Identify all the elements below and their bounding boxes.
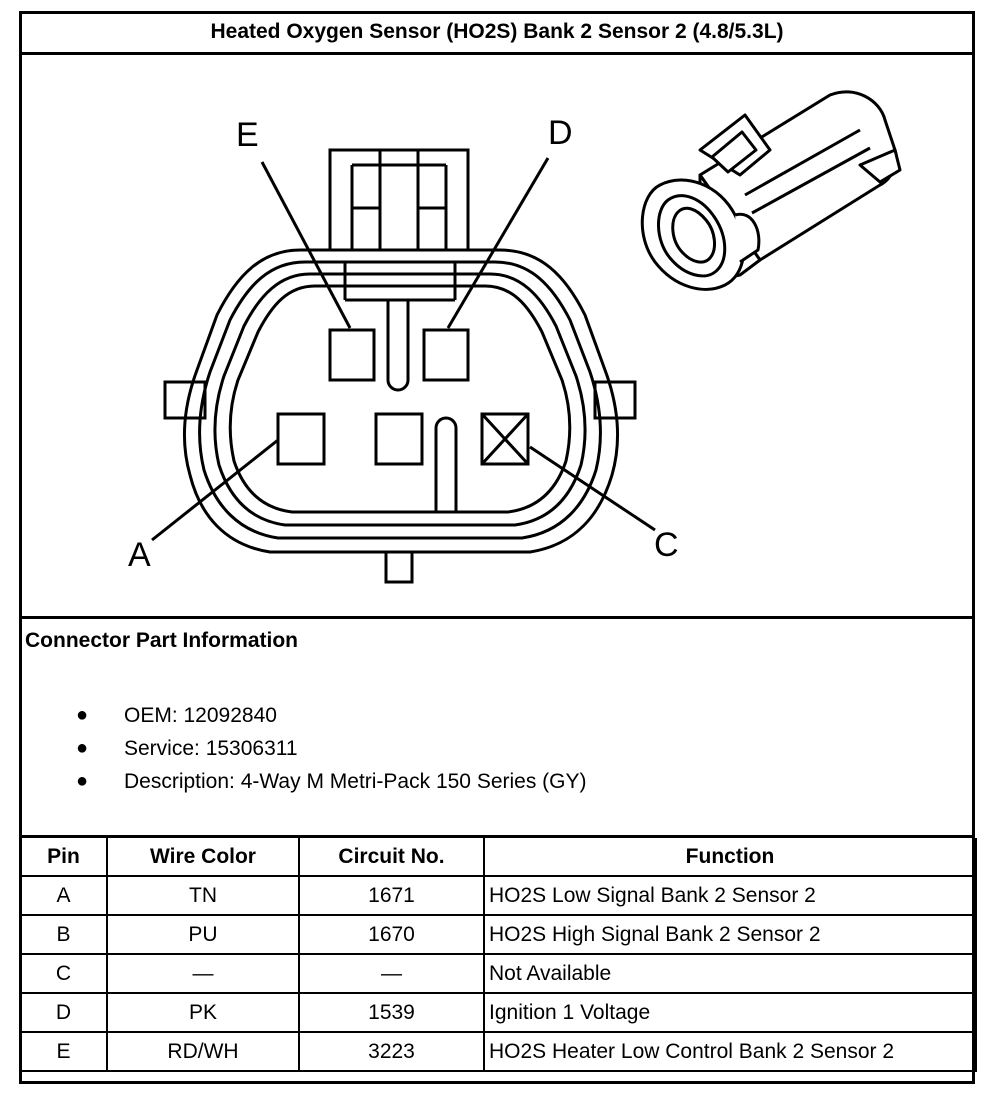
connector-description: Description: 4-Way M Metri-Pack 150 Seri… <box>124 770 587 793</box>
connector-outline-2 <box>197 260 603 540</box>
pin-table: Pin Wire Color Circuit No. Function A TN… <box>19 838 977 1072</box>
connector-outline-inner <box>228 284 572 514</box>
pin-label-a: A <box>128 536 151 574</box>
page-title: Heated Oxygen Sensor (HO2S) Bank 2 Senso… <box>19 11 975 55</box>
cell-pin: E <box>19 1031 108 1072</box>
pin-label-c: C <box>654 526 679 564</box>
cell-wire-color: — <box>106 953 300 994</box>
cell-pin: C <box>19 953 108 994</box>
cell-circuit: 1539 <box>298 992 485 1033</box>
oem-part: OEM: 12092840 <box>124 704 277 727</box>
cell-circuit: 1671 <box>298 875 485 916</box>
outer-frame <box>19 11 975 1084</box>
connector-outline-3 <box>213 272 587 527</box>
header-function: Function <box>483 838 977 877</box>
right-tab <box>593 380 637 420</box>
cavity-e <box>328 328 376 382</box>
cavity-b <box>374 412 424 466</box>
cell-function: HO2S Low Signal Bank 2 Sensor 2 <box>483 875 977 916</box>
header-wire-color: Wire Color <box>106 838 300 877</box>
cell-circuit: 1670 <box>298 914 485 955</box>
connector-3d-illustration <box>640 90 902 291</box>
cell-circuit: — <box>298 953 485 994</box>
header-pin: Pin <box>19 838 108 877</box>
cell-function: HO2S Heater Low Control Bank 2 Sensor 2 <box>483 1031 977 1072</box>
table-row: D PK 1539 Ignition 1 Voltage <box>19 992 977 1033</box>
leader-d <box>446 157 550 329</box>
service-part: Service: 15306311 <box>124 737 298 760</box>
bullet-icon: ● <box>76 770 89 792</box>
table-row: C — — Not Available <box>19 953 977 994</box>
leader-c <box>529 445 656 532</box>
cell-function: HO2S High Signal Bank 2 Sensor 2 <box>483 914 977 955</box>
connector-info-heading: Connector Part Information <box>25 629 299 652</box>
cell-pin: B <box>19 914 108 955</box>
connector-outline-outer <box>182 248 620 554</box>
bullet-icon: ● <box>76 737 89 759</box>
table-header-row: Pin Wire Color Circuit No. Function <box>19 838 977 877</box>
cell-function: Ignition 1 Voltage <box>483 992 977 1033</box>
table-row: B PU 1670 HO2S High Signal Bank 2 Sensor… <box>19 914 977 955</box>
cell-circuit: 3223 <box>298 1031 485 1072</box>
connector-diagram: E D A C <box>128 90 902 584</box>
connector-info-list: ● OEM: 12092840 ● Service: 15306311 ● Descr… <box>74 699 587 798</box>
cavity-c <box>480 412 530 466</box>
cell-wire-color: RD/WH <box>106 1031 300 1072</box>
leader-a <box>151 438 279 542</box>
cell-pin: D <box>19 992 108 1033</box>
list-item: ● OEM: 12092840 <box>74 699 587 732</box>
cell-pin: A <box>19 875 108 916</box>
list-item: ● Service: 15306311 <box>74 732 587 765</box>
table-row: A TN 1671 HO2S Low Signal Bank 2 Sensor … <box>19 875 977 916</box>
table-row: E RD/WH 3223 HO2S Heater Low Control Ban… <box>19 1031 977 1072</box>
list-item: ● Description: 4-Way M Metri-Pack 150 Ser… <box>74 765 587 798</box>
bullet-icon: ● <box>76 704 89 726</box>
header-circuit: Circuit No. <box>298 838 485 877</box>
bottom-tab <box>384 550 414 584</box>
cell-wire-color: TN <box>106 875 300 916</box>
cavity-a <box>276 412 326 466</box>
leader-e <box>260 161 352 329</box>
pin-label-d: D <box>548 114 573 152</box>
connector-part-info: Connector Part Information ● OEM: 1209284… <box>19 616 975 838</box>
cell-function: Not Available <box>483 953 977 994</box>
lower-key <box>434 416 458 512</box>
upper-key <box>386 300 410 392</box>
cell-wire-color: PU <box>106 914 300 955</box>
pin-label-e: E <box>236 116 259 154</box>
cavity-d <box>422 328 470 382</box>
cell-wire-color: PK <box>106 992 300 1033</box>
